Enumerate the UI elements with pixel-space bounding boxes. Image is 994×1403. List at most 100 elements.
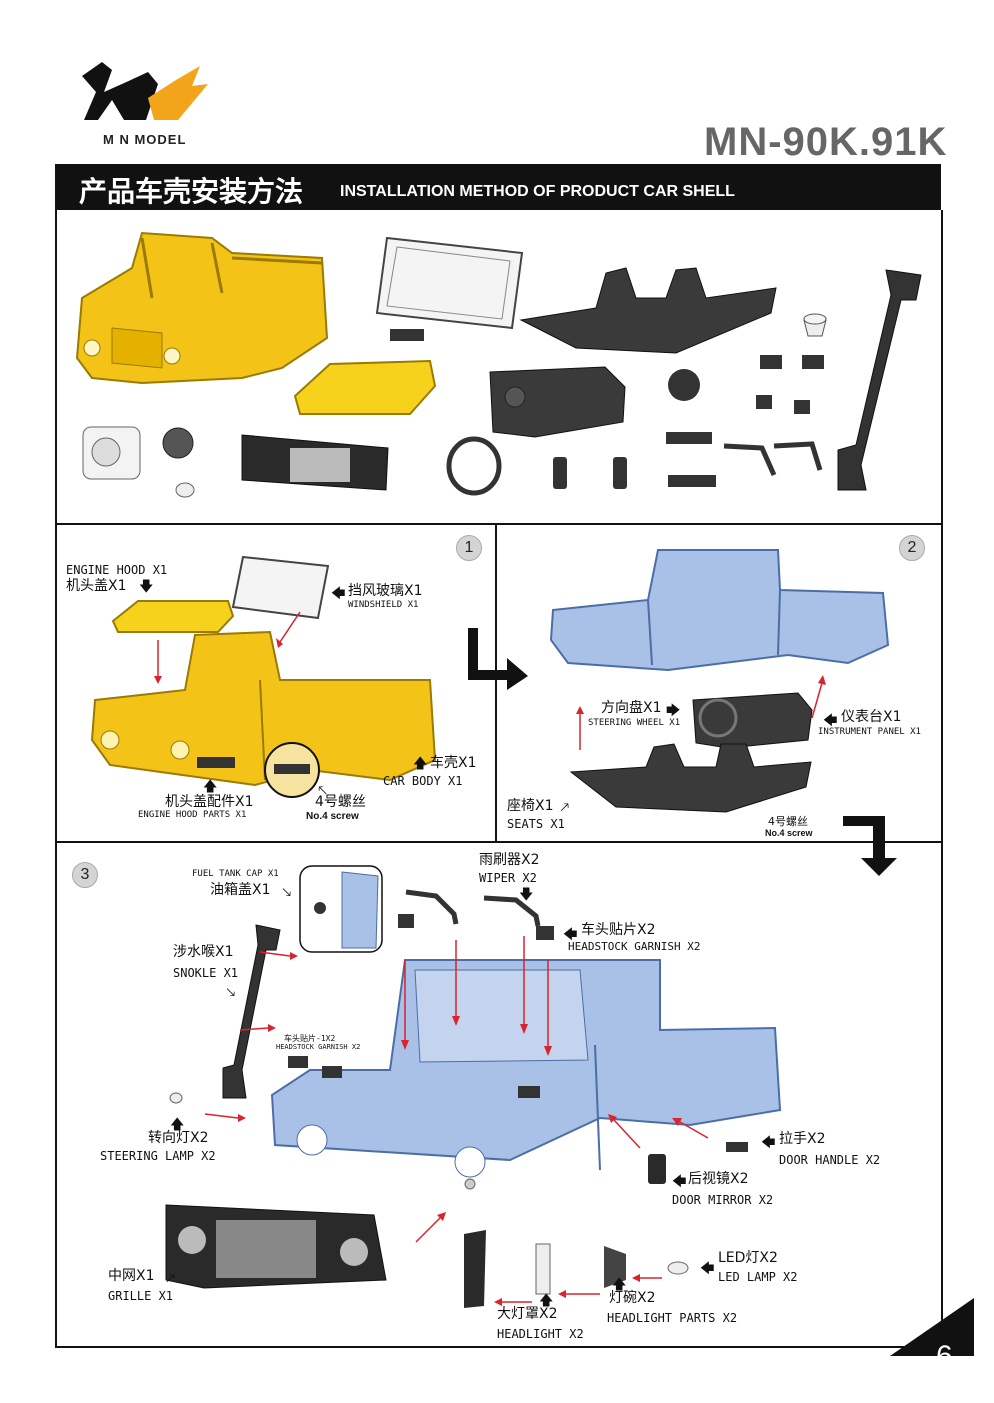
- hood-part: [293, 359, 437, 415]
- fuel-cap-zoom-inset: [299, 865, 383, 953]
- instrument-panel-label-en: INSTRUMENT PANEL X1: [818, 727, 921, 737]
- garnish-label-cn: 车头贴片X2: [581, 922, 656, 938]
- title-bar: 产品车壳安装方法 INSTALLATION METHOD OF PRODUCT …: [55, 164, 941, 210]
- divider-steps: [495, 523, 497, 841]
- arrow-up-icon: 🡅: [203, 778, 218, 794]
- led-lamp-part: [175, 482, 195, 498]
- car-body-label-en: CAR BODY X1: [383, 774, 463, 788]
- door-handle-label-cn: 拉手X2: [779, 1131, 826, 1147]
- step-transition-arrow-down: [843, 816, 897, 876]
- headlight-label-cn: 大灯罩X2: [497, 1306, 558, 1322]
- hood-parts-label-en: ENGINE HOOD PARTS X1: [138, 810, 247, 820]
- door-mirror-label-cn: 后视镜X2: [688, 1171, 749, 1187]
- step-2-badge: 2: [899, 535, 925, 561]
- screw-label-cn: 4号螺丝: [315, 794, 366, 810]
- led-lamp-label-cn: LED灯X2: [718, 1250, 778, 1266]
- headlight-parts-label-en: HEADLIGHT PARTS X2: [607, 1311, 738, 1325]
- arrow-left-icon: 🡄: [672, 1173, 687, 1189]
- arrow-up-right-icon: 🡕: [560, 799, 570, 815]
- steering-wheel-label-en: STEERING WHEEL X1: [588, 718, 681, 728]
- arrow-down-icon: 🡇: [139, 578, 154, 594]
- arrow-down-icon: 🡇: [519, 886, 534, 902]
- hood-latch-part: [390, 329, 424, 341]
- arrow-up-icon: 🡅: [413, 755, 428, 771]
- step1-car-body: [90, 630, 437, 787]
- arrow-up-left-icon: 🡔: [318, 782, 328, 798]
- steering-wheel-label-cn: 方向盘X1: [601, 700, 662, 716]
- garnish-label-en: HEADSTOCK GARNISH X2: [568, 940, 701, 953]
- title-cn: 产品车壳安装方法: [79, 175, 304, 208]
- grille-label-cn: 中网X1: [108, 1268, 155, 1284]
- step3-wipers: [398, 889, 554, 940]
- headlight-label-en: HEADLIGHT X2: [497, 1327, 584, 1341]
- mirror-parts: [553, 457, 627, 489]
- fuel-cap-label-cn: 油箱盖X1: [210, 882, 271, 898]
- grille-label-en: GRILLE X1: [108, 1289, 174, 1303]
- divider-step3: [55, 841, 941, 843]
- steering-lamp-label-en: STEERING LAMP X2: [100, 1149, 216, 1163]
- headlight-bowl-part: [162, 427, 194, 459]
- headlight-cover-part: [82, 426, 141, 480]
- door-mirror-label-en: DOOR MIRROR X2: [672, 1193, 774, 1207]
- instrument-panel-label-cn: 仪表台X1: [841, 709, 902, 725]
- garnish-small-label-cn: 车头贴片-1X2: [284, 1034, 336, 1043]
- step-transition-arrow-right: [468, 628, 528, 690]
- step2-dashboard: [692, 692, 813, 749]
- seats-label-en: SEATS X1: [507, 817, 565, 831]
- arrow-right-icon: 🡆: [666, 702, 681, 718]
- step2-screw-label-en: No.4 screw: [765, 828, 813, 838]
- engine-hood-label-cn: 机头盖X1: [66, 578, 127, 594]
- arrow-left-icon: 🡄: [331, 585, 346, 601]
- step3-snorkel: [222, 924, 281, 1099]
- garnish-small-label-en: HEADSTOCK GARNISH X2: [276, 1043, 361, 1051]
- step3-mirror-handle: [648, 1142, 748, 1184]
- step2-seat-tub: [569, 743, 812, 813]
- windshield-label-en: WINDSHIELD X1: [348, 600, 419, 610]
- snorkel-label-cn: 涉水喉X1: [173, 944, 234, 960]
- wiper-label-en: WIPER X2: [479, 871, 537, 885]
- door-handle-label-en: DOOR HANDLE X2: [779, 1153, 881, 1167]
- wiper-label-cn: 雨刷器X2: [479, 852, 540, 868]
- fuel-cap-label-en: FUEL TANK CAP X1: [192, 869, 279, 879]
- title-en: INSTALLATION METHOD OF PRODUCT CAR SHELL: [340, 183, 735, 200]
- windshield-part: [375, 236, 524, 330]
- car-body-label-cn: 车壳X1: [430, 755, 477, 771]
- small-parts-cluster: [666, 355, 824, 487]
- arrow-left-icon: 🡄: [700, 1260, 715, 1276]
- windshield-label-cn: 挡风玻璃X1: [348, 583, 423, 599]
- snorkel-label-en: SNOKLE X1: [173, 966, 239, 980]
- arrow-left-icon: 🡄: [563, 926, 578, 942]
- content-frame: [55, 210, 943, 1348]
- step1-hood-parts: [197, 757, 235, 768]
- steering-lamp-part: [169, 1092, 183, 1104]
- step1-screw-zoom: [264, 742, 320, 798]
- arrow-down-right-icon: 🡖: [226, 984, 236, 1000]
- arrow-down-right-icon: 🡖: [282, 884, 292, 900]
- hood-parts-label-cn: 机头盖配件X1: [165, 794, 254, 810]
- brand-logo: [82, 62, 208, 120]
- step3-grille: [165, 1204, 387, 1289]
- screw-label-en: No.4 screw: [306, 811, 359, 822]
- step1-hood-part: [111, 600, 235, 633]
- fuel-cap-part: [803, 313, 827, 337]
- step2-blue-body: [549, 549, 890, 672]
- logo-text: M N MODEL: [103, 132, 187, 147]
- arrow-left-icon: 🡄: [823, 712, 838, 728]
- step-1-badge: 1: [456, 535, 482, 561]
- snorkel-part: [837, 269, 922, 491]
- steering-lamp-label-cn: 转向灯X2: [148, 1130, 209, 1146]
- dashboard-part: [489, 366, 626, 438]
- arrow-up-icon: 🡅: [612, 1276, 627, 1292]
- steering-wheel-part: [446, 436, 502, 496]
- seat-tub-part: [519, 267, 777, 354]
- arrow-up-right-icon: 🡕: [166, 1270, 176, 1286]
- step3-small-parts: [288, 1056, 540, 1190]
- page-number: 6: [936, 1340, 953, 1373]
- step2-screw-label-cn: 4号螺丝: [768, 815, 808, 828]
- step-3-badge: 3: [72, 862, 98, 888]
- grille-part: [241, 434, 389, 491]
- seats-label-cn: 座椅X1: [507, 798, 554, 814]
